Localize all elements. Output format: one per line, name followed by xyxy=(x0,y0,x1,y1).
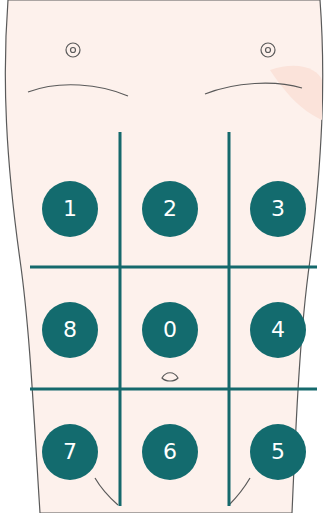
region-number: 0 xyxy=(163,319,177,341)
circle-fill xyxy=(142,181,198,237)
groin-line xyxy=(95,478,118,505)
region-number-circle: 1 xyxy=(42,181,98,237)
region-number-circle: 4 xyxy=(250,302,306,358)
grid-line xyxy=(30,266,317,269)
region-number: 4 xyxy=(271,319,285,341)
region-number-circle: 7 xyxy=(42,424,98,480)
nipple xyxy=(266,48,271,53)
chest-line xyxy=(28,85,128,96)
circle-fill xyxy=(142,424,198,480)
region-number: 3 xyxy=(271,198,285,220)
circle-fill xyxy=(250,424,306,480)
torso-outline xyxy=(5,0,322,513)
region-number-circle: 5 xyxy=(250,424,306,480)
region-number: 7 xyxy=(63,441,77,463)
nipple xyxy=(66,43,80,57)
circle-fill xyxy=(42,302,98,358)
region-number-circle: 8 xyxy=(42,302,98,358)
region-number-circle: 3 xyxy=(250,181,306,237)
circle-fill xyxy=(142,302,198,358)
chest-line xyxy=(205,83,302,94)
region-number: 8 xyxy=(63,319,77,341)
region-grid xyxy=(30,132,317,506)
region-number: 1 xyxy=(63,198,77,220)
nipple xyxy=(71,48,76,53)
circle-fill xyxy=(250,181,306,237)
navel xyxy=(162,373,178,381)
circle-fill xyxy=(42,424,98,480)
nipple xyxy=(261,43,275,57)
circle-fill xyxy=(250,302,306,358)
grid-line xyxy=(228,132,231,506)
grid-line xyxy=(119,132,122,506)
region-number: 6 xyxy=(163,441,177,463)
region-number-circle: 6 xyxy=(142,424,198,480)
region-number-circle: 2 xyxy=(142,181,198,237)
groin-line xyxy=(229,478,250,505)
circle-fill xyxy=(42,181,98,237)
shoulder-shading xyxy=(270,66,322,120)
region-number: 5 xyxy=(271,441,285,463)
region-number-circle: 0 xyxy=(142,302,198,358)
region-number: 2 xyxy=(163,198,177,220)
grid-line xyxy=(30,388,317,391)
